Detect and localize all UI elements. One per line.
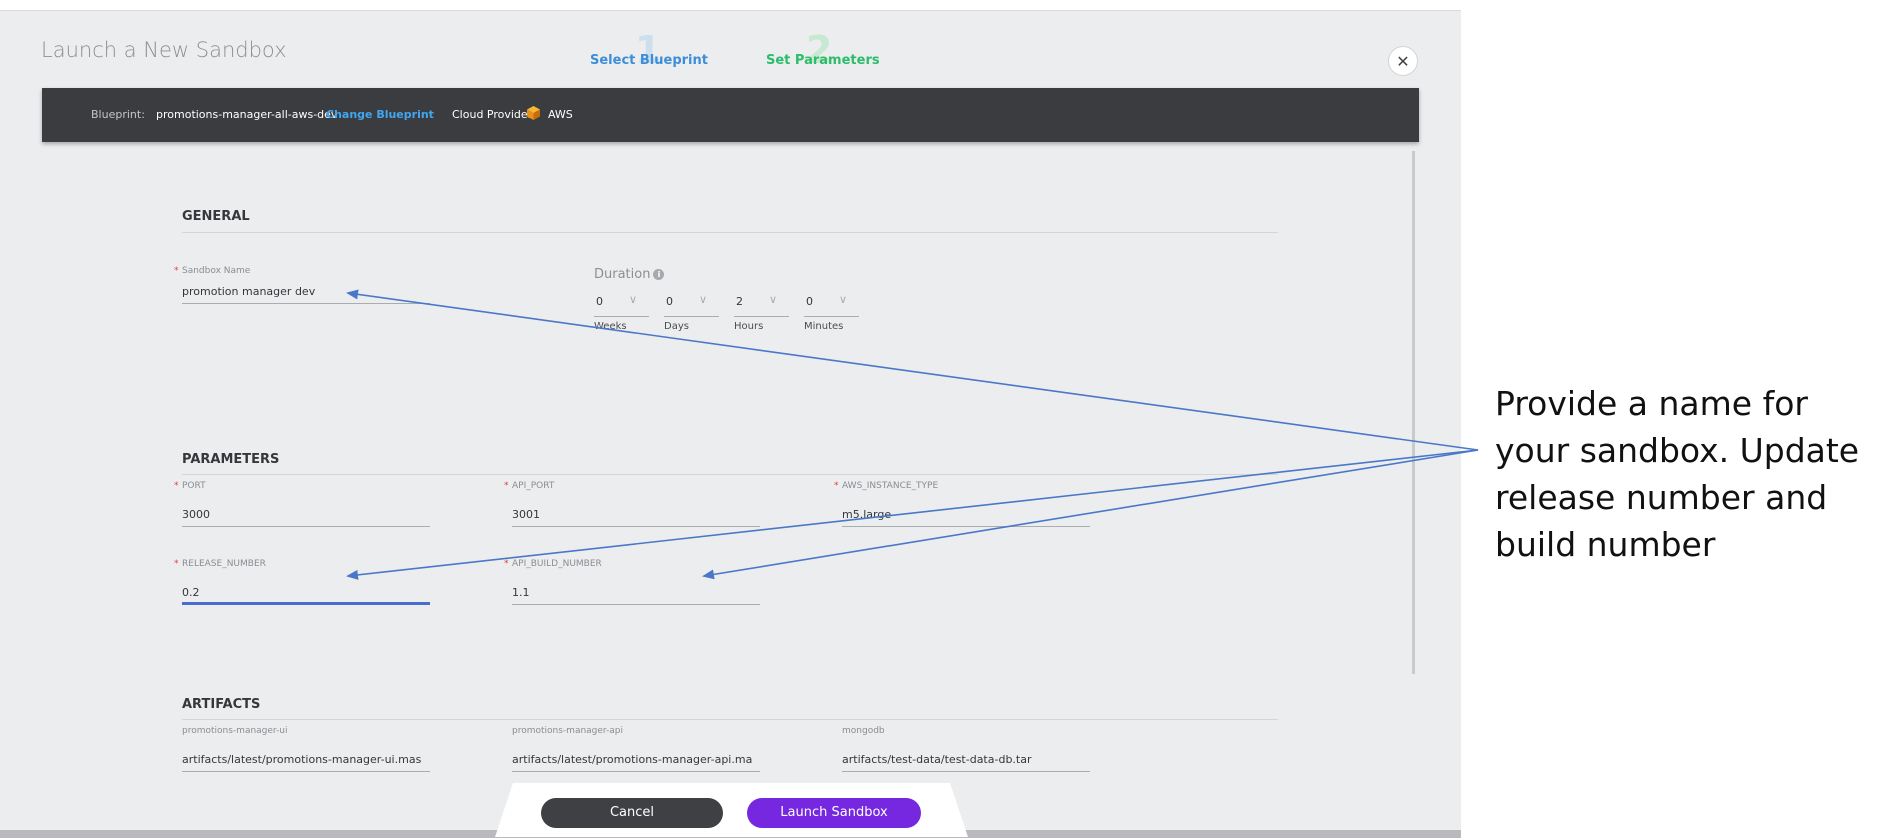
port-label: *PORT (174, 481, 206, 491)
change-blueprint-link[interactable]: Change Blueprint (326, 108, 434, 121)
cancel-button[interactable]: Cancel (541, 798, 723, 828)
chevron-down-icon: ∨ (768, 293, 777, 306)
blueprint-value: promotions-manager-all-aws-dev (156, 108, 338, 121)
section-divider (182, 232, 1278, 233)
step-number: 2 (806, 28, 833, 72)
chevron-down-icon: ∨ (838, 293, 847, 306)
blueprint-bar: Blueprint: promotions-manager-all-aws-de… (42, 88, 1419, 142)
close-button[interactable]: ✕ (1388, 46, 1418, 76)
dialog-title: Launch a New Sandbox (41, 38, 287, 62)
section-divider (182, 719, 1278, 720)
step-label: Select Blueprint (590, 53, 708, 68)
artifact-api-input[interactable]: artifacts/latest/promotions-manager-api.… (512, 750, 760, 772)
chevron-down-icon: ∨ (698, 293, 707, 306)
duration-minutes-select[interactable]: 0∨ (804, 289, 859, 317)
artifact-mongodb-input[interactable]: artifacts/test-data/test-data-db.tar (842, 750, 1090, 772)
artifact-ui-label: promotions-manager-ui (182, 726, 288, 736)
duration-unit-hours: Hours (734, 321, 764, 332)
section-title-parameters: PARAMETERS (182, 452, 280, 467)
artifact-ui-input[interactable]: artifacts/latest/promotions-manager-ui.m… (182, 750, 430, 772)
step-select-blueprint[interactable]: 1 Select Blueprint (590, 31, 708, 69)
info-icon[interactable]: i (653, 269, 665, 280)
aws-instance-type-input[interactable]: m5.large (842, 505, 1090, 527)
api-build-number-input[interactable]: 1.1 (512, 583, 760, 605)
step-set-parameters[interactable]: 2 Set Parameters (766, 31, 880, 69)
step-number: 1 (635, 28, 662, 72)
launch-sandbox-dialog: Launch a New Sandbox 1 Select Blueprint … (0, 10, 1461, 838)
duration-hours-select[interactable]: 2∨ (734, 289, 789, 317)
sandbox-name-input[interactable]: promotion manager dev (182, 282, 430, 304)
sandbox-name-label: *Sandbox Name (174, 266, 251, 276)
chevron-down-icon: ∨ (628, 293, 637, 306)
cloud-provider-value: AWS (548, 108, 573, 121)
aws-instance-type-label: *AWS_INSTANCE_TYPE (834, 481, 939, 491)
release-number-input[interactable]: 0.2 (182, 583, 430, 605)
duration-days-select[interactable]: 0∨ (664, 289, 719, 317)
aws-cube-icon (527, 106, 540, 120)
blueprint-label: Blueprint: (91, 108, 145, 121)
duration-unit-days: Days (664, 321, 689, 332)
launch-sandbox-button[interactable]: Launch Sandbox (747, 798, 921, 828)
duration-weeks-select[interactable]: 0∨ (594, 289, 649, 317)
duration-unit-minutes: Minutes (804, 321, 844, 332)
port-input[interactable]: 3000 (182, 505, 430, 527)
api-port-label: *API_PORT (504, 481, 555, 491)
artifact-api-label: promotions-manager-api (512, 726, 624, 736)
required-marker: * (174, 266, 179, 276)
step-label: Set Parameters (766, 53, 880, 68)
artifact-mongodb-label: mongodb (842, 726, 885, 736)
release-number-label: *RELEASE_NUMBER (174, 559, 266, 569)
annotation-callout: Provide a name for your sandbox. Update … (1495, 384, 1860, 564)
close-icon: ✕ (1396, 51, 1410, 71)
api-port-input[interactable]: 3001 (512, 505, 760, 527)
scrollbar[interactable] (1412, 151, 1415, 674)
section-title-artifacts: ARTIFACTS (182, 697, 261, 712)
section-divider (182, 474, 1278, 475)
api-build-number-label: *API_BUILD_NUMBER (504, 559, 602, 569)
duration-unit-weeks: Weeks (594, 321, 627, 332)
section-title-general: GENERAL (182, 209, 250, 224)
cloud-provider-label: Cloud Provider: (452, 108, 536, 121)
